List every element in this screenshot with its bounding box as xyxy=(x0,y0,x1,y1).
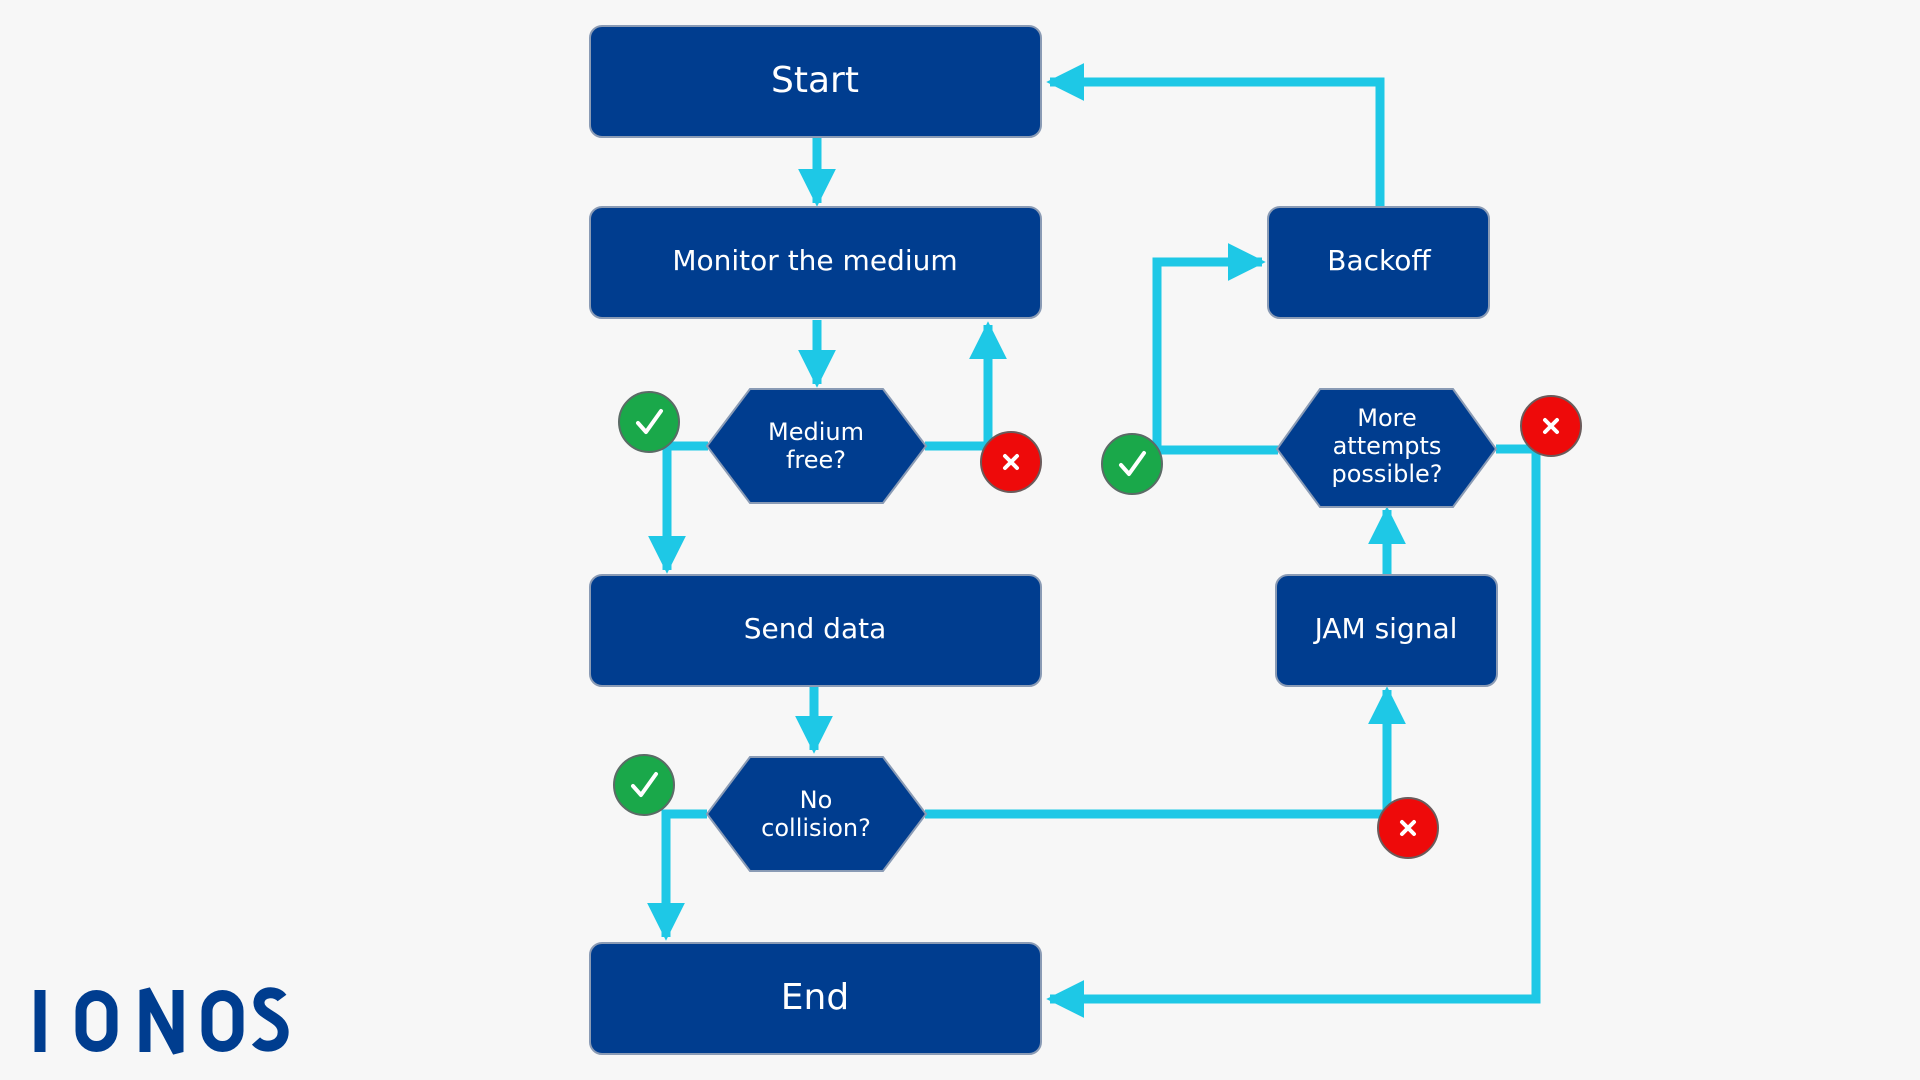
arrow-no-attempts-to-end xyxy=(1046,444,1541,1018)
arrow-medium-busy-back-to-monitor xyxy=(925,321,1007,451)
more-attempts-decision: More attempts possible? xyxy=(1275,388,1498,508)
arrow-attempts-possible-to-backoff xyxy=(1152,243,1278,455)
more-attempts-label-line1: More xyxy=(1357,404,1417,432)
arrow-no-collision-to-end xyxy=(647,809,707,941)
no-collision-decision: No collision? xyxy=(705,756,928,872)
end-label: End xyxy=(781,977,849,1018)
backoff-node: Backoff xyxy=(1267,206,1490,319)
no-collision-label-line1: No xyxy=(800,786,833,814)
check-icon xyxy=(1101,433,1163,495)
cross-icon xyxy=(980,431,1042,493)
start-node: Start xyxy=(589,25,1042,138)
ionos-logo xyxy=(34,987,289,1055)
medium-free-label-line2: free? xyxy=(786,446,846,474)
jam-signal-node: JAM signal xyxy=(1275,574,1498,687)
no-collision-label-line2: collision? xyxy=(761,814,871,842)
more-attempts-label-line2: attempts xyxy=(1333,432,1442,460)
arrow-collision-to-jam xyxy=(925,686,1406,819)
check-icon xyxy=(618,391,680,453)
send-data-node: Send data xyxy=(589,574,1042,687)
medium-free-decision: Medium free? xyxy=(705,388,928,504)
jam-signal-label: JAM signal xyxy=(1313,612,1458,645)
monitor-medium-label: Monitor the medium xyxy=(672,244,957,277)
arrow-medium-free-to-send xyxy=(648,441,708,574)
cross-icon xyxy=(1520,395,1582,457)
end-node: End xyxy=(589,942,1042,1055)
start-label: Start xyxy=(771,60,859,101)
cross-icon xyxy=(1377,797,1439,859)
monitor-medium-node: Monitor the medium xyxy=(589,206,1042,319)
backoff-label: Backoff xyxy=(1327,244,1431,277)
send-data-label: Send data xyxy=(744,612,887,645)
check-icon xyxy=(613,754,675,816)
arrow-backoff-to-start xyxy=(1046,63,1385,206)
more-attempts-label-line3: possible? xyxy=(1332,460,1443,488)
medium-free-label-line1: Medium xyxy=(768,418,864,446)
